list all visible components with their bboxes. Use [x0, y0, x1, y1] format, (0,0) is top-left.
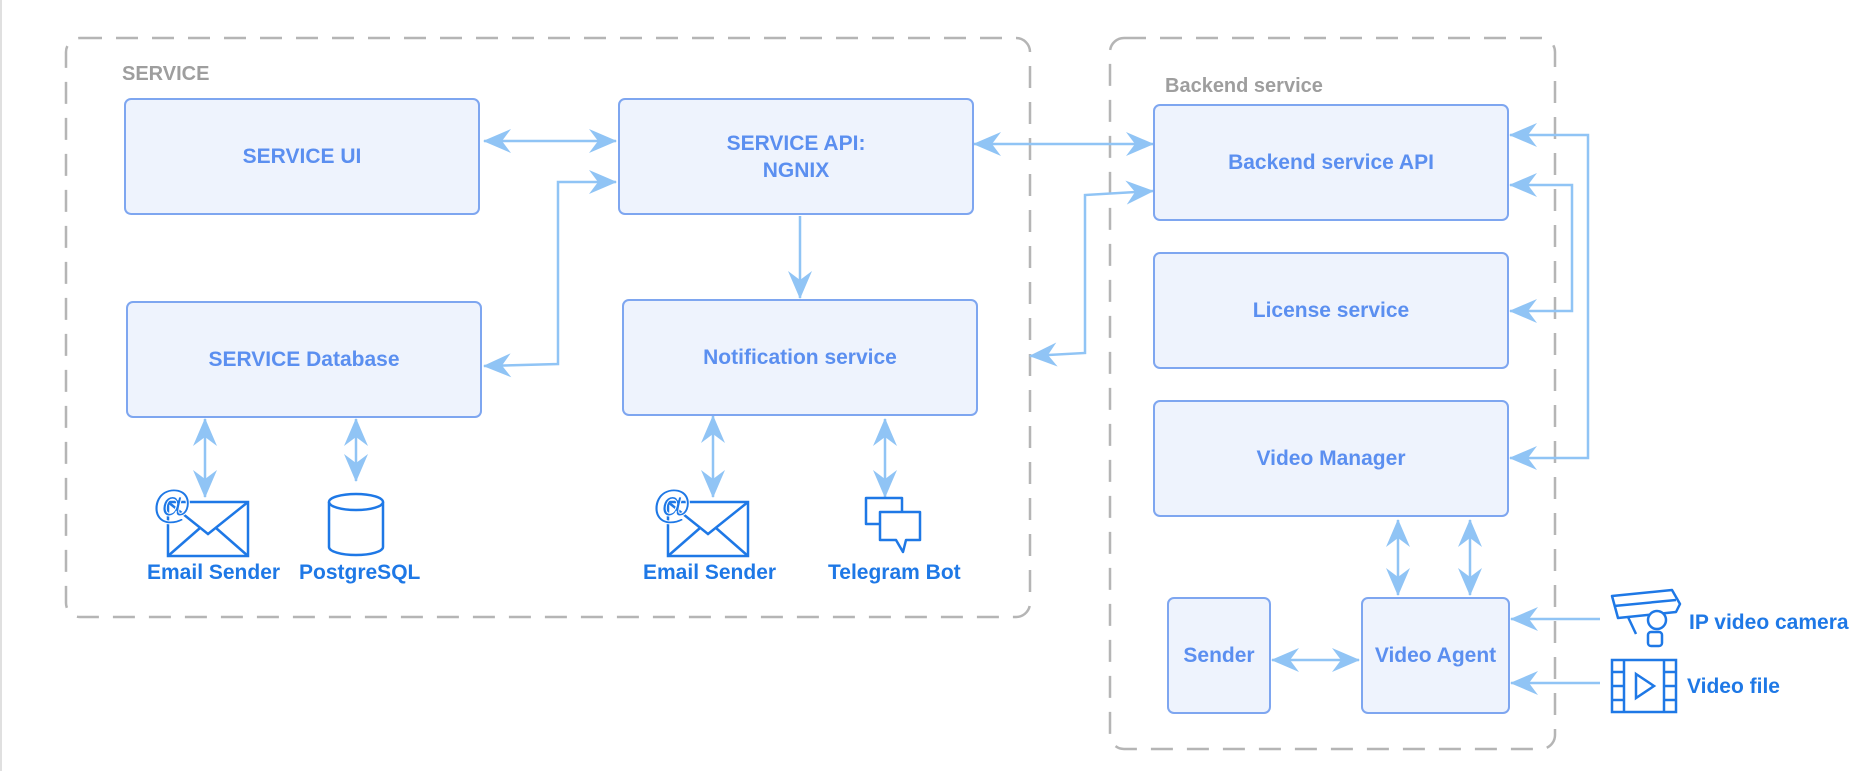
svg-text:@: @ — [152, 483, 191, 527]
backend-group-label: Backend service — [1165, 75, 1323, 97]
backend-group-border — [1108, 36, 1557, 751]
service-group-label: SERVICE — [122, 63, 210, 85]
service-api-box[interactable]: SERVICE API: NGNIX — [618, 98, 974, 215]
svg-text:@: @ — [652, 483, 691, 527]
email-sender-label-2: Email Sender — [643, 561, 777, 584]
security-camera-icon — [1610, 588, 1682, 648]
license-service-box[interactable]: License service — [1153, 252, 1509, 369]
email-at-icon: @ — [152, 483, 250, 558]
email-at-icon: @ — [652, 483, 750, 558]
connector-database-api — [483, 170, 617, 378]
video-agent-box[interactable]: Video Agent — [1361, 597, 1510, 714]
service-database-box[interactable]: SERVICE Database — [126, 301, 482, 418]
postgresql-label: PostgreSQL — [299, 561, 421, 584]
database-cylinder-icon — [327, 492, 385, 557]
video-file-label: Video file — [1687, 675, 1780, 698]
connector-backend-videomanager — [1509, 123, 1590, 470]
film-strip-play-icon — [1610, 658, 1678, 714]
email-sender-label-1: Email Sender — [147, 561, 281, 584]
connector-backend-notification — [1029, 180, 1154, 367]
telegram-bot-label: Telegram Bot — [828, 561, 961, 584]
ip-camera-label: IP video camera — [1689, 611, 1849, 634]
service-ui-box[interactable]: SERVICE UI — [124, 98, 480, 215]
connector-backend-license — [1509, 173, 1574, 323]
chat-bubbles-icon — [864, 496, 922, 554]
backend-api-box[interactable]: Backend service API — [1153, 104, 1509, 221]
video-manager-box[interactable]: Video Manager — [1153, 400, 1509, 517]
notification-service-box[interactable]: Notification service — [622, 299, 978, 416]
sender-box[interactable]: Sender — [1167, 597, 1271, 714]
